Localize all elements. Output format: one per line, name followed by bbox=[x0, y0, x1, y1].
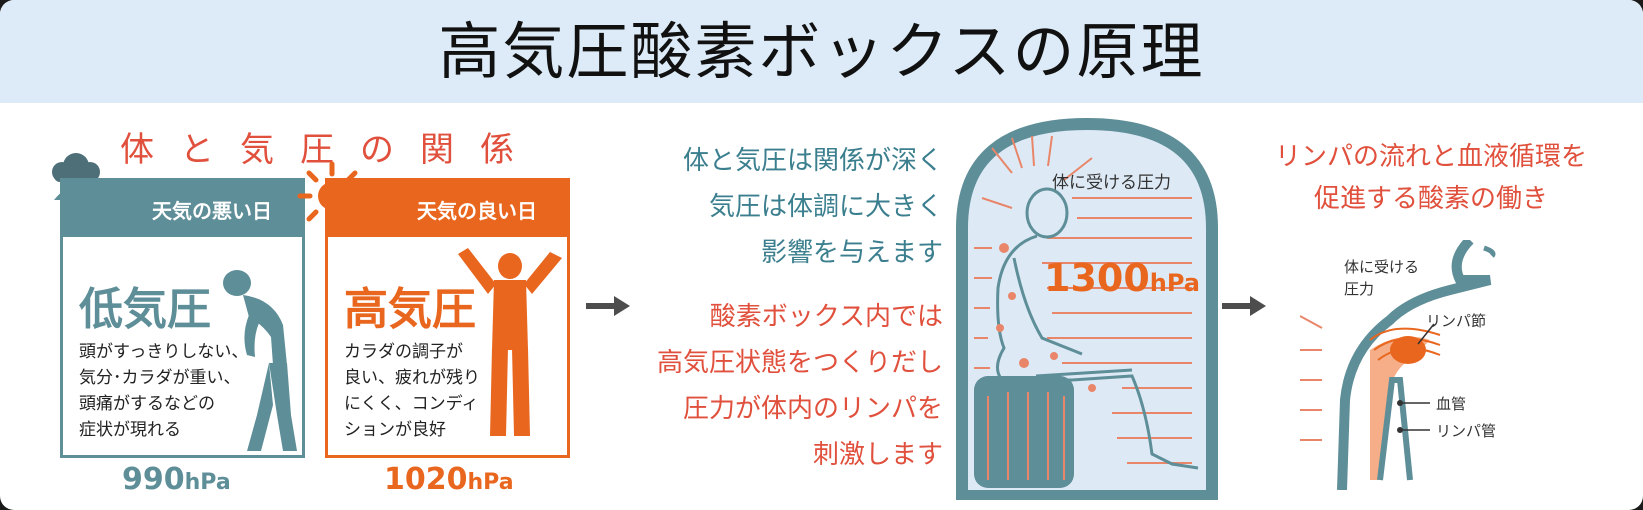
bad-weather-bar: 天気の悪い日 bbox=[63, 181, 302, 237]
lymph-node-label: リンパ節 bbox=[1426, 312, 1487, 330]
lymph-pressure-label: 体に受ける 圧力 bbox=[1344, 258, 1420, 298]
header: 高気圧酸素ボックスの原理 bbox=[0, 0, 1643, 103]
arrow-right-icon bbox=[1222, 296, 1266, 316]
arrow-right-icon bbox=[586, 296, 630, 316]
bad-weather-label: 天気の悪い日 bbox=[152, 199, 272, 223]
lymph-diagram bbox=[1300, 240, 1496, 490]
good-weather-pressure: 1020hPa bbox=[384, 462, 514, 497]
bad-weather-card: 天気の悪い日 低気圧 頭がすっきりしない、 気分･カラダが重い、 頭痛がするなど… bbox=[60, 178, 305, 458]
box-pressure-label: 体に受ける圧力 bbox=[1052, 173, 1171, 193]
tired-person-icon bbox=[223, 270, 297, 451]
relation-heading: 体と気圧の関係 bbox=[120, 130, 540, 170]
oxygen-box-diagram bbox=[956, 118, 1218, 500]
pressure-relation-text: 体と気圧は関係が深く 気圧は体調に大きく 影響を与えます bbox=[682, 146, 943, 268]
low-pressure-label: 低気圧 bbox=[79, 284, 211, 335]
good-weather-card: 天気の良い日 高気圧 カラダの調子が 良い、疲れが残り にくく、コンディ ション… bbox=[325, 178, 570, 458]
good-weather-bar: 天気の良い日 bbox=[328, 181, 567, 237]
bad-weather-pressure: 990hPa bbox=[122, 462, 231, 497]
blood-vessel-label: 血管 bbox=[1436, 395, 1467, 413]
cheering-person-icon bbox=[458, 248, 562, 436]
lymph-vessel-label: リンパ管 bbox=[1436, 422, 1497, 440]
good-weather-description: カラダの調子が 良い、疲れが残り にくく、コンディ ションが良好 bbox=[344, 342, 480, 440]
page-title: 高気圧酸素ボックスの原理 bbox=[438, 15, 1205, 88]
box-pressure-value: 1300hPa bbox=[1044, 256, 1200, 300]
oxygen-box-text: 酸素ボックス内では 高気圧状態をつくりだし 圧力が体内のリンパを 刺激します bbox=[656, 302, 943, 470]
high-pressure-label: 高気圧 bbox=[344, 284, 476, 335]
bad-weather-description: 頭がすっきりしない、 気分･カラダが重い、 頭痛がするなどの 症状が現れる bbox=[79, 342, 249, 440]
good-weather-label: 天気の良い日 bbox=[417, 199, 537, 223]
lymph-title: リンパの流れと血液循環を 促進する酸素の働き bbox=[1274, 142, 1587, 214]
